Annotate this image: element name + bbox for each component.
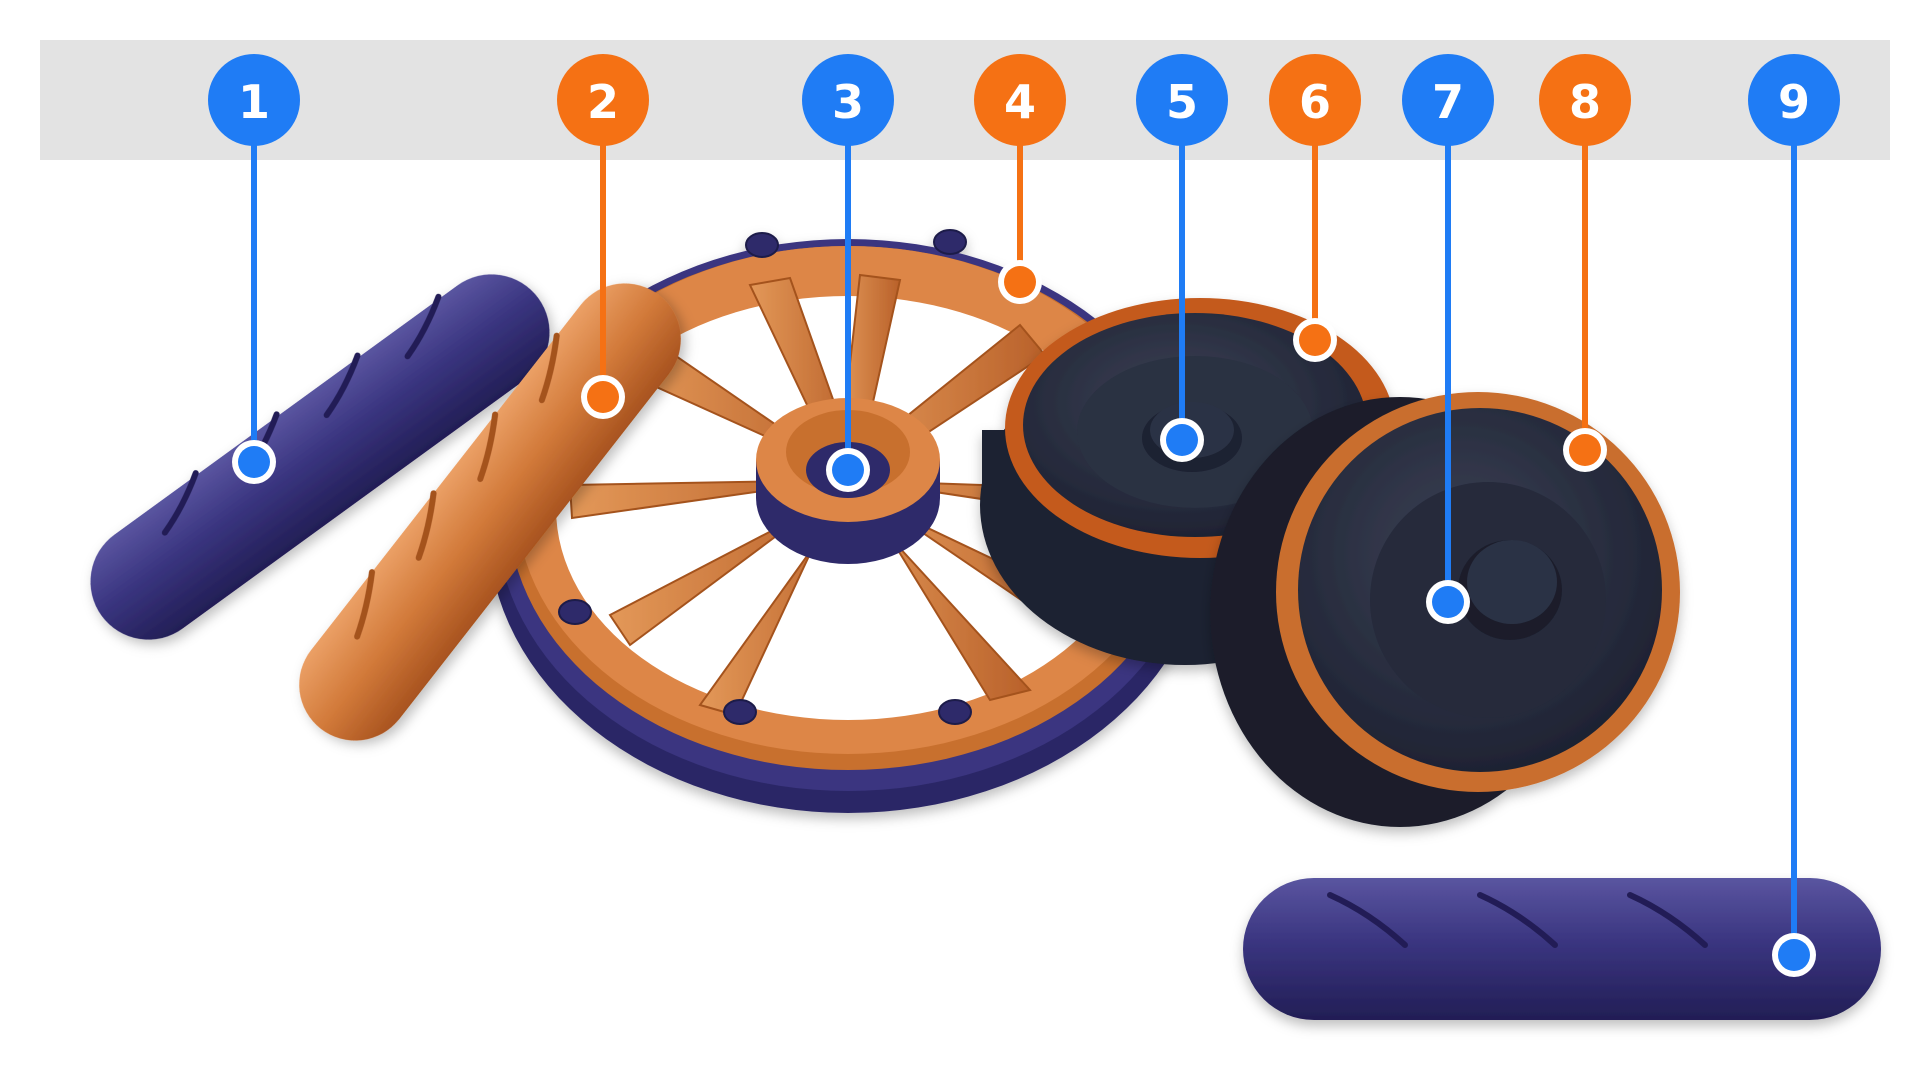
callout-number: 7 [1432,75,1464,129]
callout-7: 7 [1402,54,1494,624]
callout-markers: 1 2 3 4 5 6 7 8 9 [208,54,1840,977]
callout-9: 9 [1748,54,1840,977]
disc-lower [1210,392,1680,827]
callout-end-dot [238,446,270,478]
callout-end-dot [587,381,619,413]
callout-number: 4 [1004,75,1036,129]
callout-1: 1 [208,54,300,484]
callout-end-dot [1299,324,1331,356]
callout-badge [1402,54,1494,146]
callout-8: 8 [1539,54,1631,472]
callout-4: 4 [974,54,1066,304]
callout-badge [1269,54,1361,146]
wheel-bolts [558,229,972,725]
callout-number: 3 [832,75,864,129]
callout-badge [974,54,1066,146]
callout-5: 5 [1136,54,1228,462]
callout-end-dot [1166,424,1198,456]
callout-6: 6 [1269,54,1361,362]
callout-badge [1136,54,1228,146]
callout-end-dot [1569,434,1601,466]
callout-number: 8 [1569,75,1601,129]
callout-badge [208,54,300,146]
callout-badge [1748,54,1840,146]
callout-number: 2 [587,75,619,129]
callout-number: 5 [1166,75,1198,129]
callout-3: 3 [802,54,894,492]
callout-end-dot [1004,266,1036,298]
callout-end-dot [1432,586,1464,618]
callout-end-dot [832,454,864,486]
callout-badge [557,54,649,146]
callout-badge [802,54,894,146]
navy-bread-right [1243,878,1881,1020]
callout-badge [1539,54,1631,146]
callout-number: 6 [1299,75,1331,129]
callout-2: 2 [557,54,649,419]
callout-number: 9 [1778,75,1810,129]
callout-end-dot [1778,939,1810,971]
callout-number: 1 [238,75,270,129]
